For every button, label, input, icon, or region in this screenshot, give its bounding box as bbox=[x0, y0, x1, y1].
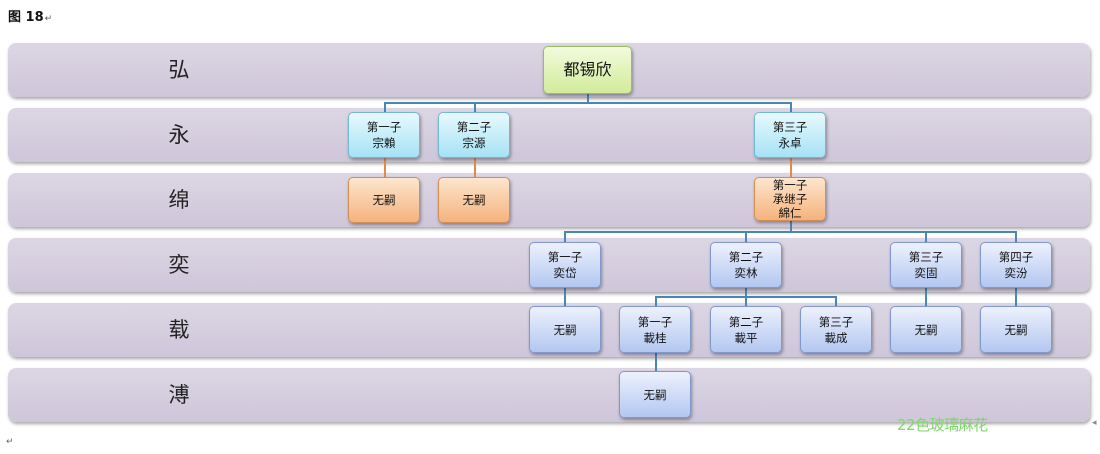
connector-gen4-bus bbox=[564, 231, 1016, 233]
node-name: 奕林 bbox=[734, 266, 758, 280]
node-name: 奕岱 bbox=[553, 266, 577, 280]
generation-label: 载 bbox=[168, 318, 190, 342]
node-yi-2: 第二子奕林 bbox=[710, 242, 782, 288]
node-name: 奕固 bbox=[914, 266, 938, 280]
node-zai-2: 第二子載平 bbox=[710, 306, 782, 353]
connector-mian3 bbox=[790, 158, 792, 177]
node-rank: 第三子 bbox=[772, 120, 808, 134]
node-name: 載平 bbox=[734, 330, 758, 345]
node-yi-3: 第三子奕固 bbox=[890, 242, 962, 288]
node-rank: 第二子 bbox=[456, 120, 492, 134]
node-rank: 第一子 bbox=[366, 120, 402, 134]
connector-mian1 bbox=[384, 158, 386, 177]
generation-band-2: 永 bbox=[8, 108, 1090, 162]
node-rank: 第二子 bbox=[728, 314, 764, 329]
node-mian-3: 第一子承继子綿仁 bbox=[754, 177, 826, 221]
node-zai-1: 第一子載桂 bbox=[619, 306, 691, 353]
node-name: 奕汾 bbox=[1004, 266, 1028, 280]
connector-zai2 bbox=[745, 296, 747, 306]
connector-mian2 bbox=[474, 158, 476, 177]
node-name: 无嗣 bbox=[643, 387, 667, 402]
connector-pu1 bbox=[655, 353, 657, 371]
generation-label: 永 bbox=[168, 123, 190, 147]
node-name: 綿仁 bbox=[778, 206, 802, 220]
generation-label: 绵 bbox=[168, 188, 190, 212]
node-name: 无嗣 bbox=[1004, 322, 1028, 337]
node-name: 无嗣 bbox=[553, 322, 577, 337]
node-name: 都锡欣 bbox=[563, 60, 612, 79]
node-zai-yi1: 无嗣 bbox=[529, 306, 601, 353]
generation-label: 弘 bbox=[168, 58, 190, 82]
node-name: 无嗣 bbox=[372, 193, 396, 207]
figure-caption: 图 18↵ bbox=[8, 10, 53, 25]
node-zai-yi4: 无嗣 bbox=[980, 306, 1052, 353]
connector-yi2-down bbox=[745, 288, 747, 297]
node-mian-2: 无嗣 bbox=[438, 177, 510, 223]
node-name: 載桂 bbox=[643, 330, 667, 345]
node-rank: 第一子 bbox=[637, 314, 673, 329]
connector-yong2 bbox=[474, 102, 476, 112]
node-mian-1: 无嗣 bbox=[348, 177, 420, 223]
node-yi-4: 第四子奕汾 bbox=[980, 242, 1052, 288]
node-yong-3: 第三子永卓 bbox=[754, 112, 826, 158]
node-rank: 第三子 bbox=[908, 250, 944, 264]
connector-root-down bbox=[587, 94, 589, 103]
connector-yi3 bbox=[925, 231, 927, 243]
node-yong-2: 第二子宗源 bbox=[438, 112, 510, 158]
node-name: 无嗣 bbox=[914, 322, 938, 337]
connector-gen2-bus bbox=[384, 102, 791, 104]
generation-label: 溥 bbox=[168, 383, 190, 407]
connector-zai-yi4 bbox=[1015, 288, 1017, 306]
node-rank: 第一子 bbox=[547, 250, 583, 264]
node-name: 宗賴 bbox=[372, 136, 396, 150]
generation-label: 奕 bbox=[168, 253, 190, 277]
node-rank: 第一子 bbox=[772, 178, 808, 192]
node-yi-1: 第一子奕岱 bbox=[529, 242, 601, 288]
connector-yong1 bbox=[384, 102, 386, 112]
connector-mian3-down bbox=[790, 221, 792, 232]
connector-zai-yi1 bbox=[564, 288, 566, 306]
node-root: 都锡欣 bbox=[543, 46, 632, 94]
paragraph-mark: ↵ bbox=[6, 437, 14, 447]
generation-band-6: 溥 bbox=[8, 368, 1090, 422]
edge-mark: ◂ bbox=[1092, 418, 1097, 428]
node-name: 永卓 bbox=[778, 136, 802, 150]
connector-yi1 bbox=[564, 231, 566, 243]
connector-zai1 bbox=[655, 296, 657, 306]
connector-yong3 bbox=[790, 102, 792, 112]
node-zai-3: 第三子載成 bbox=[800, 306, 872, 353]
connector-yi2 bbox=[745, 231, 747, 243]
node-note: 承继子 bbox=[772, 192, 808, 206]
generation-band-3: 绵 bbox=[8, 173, 1090, 227]
node-name: 宗源 bbox=[462, 136, 486, 150]
node-pu-1: 无嗣 bbox=[619, 371, 691, 418]
connector-zai-yi3 bbox=[925, 288, 927, 306]
connector-zai3 bbox=[835, 296, 837, 306]
node-zai-yi3: 无嗣 bbox=[890, 306, 962, 353]
node-yong-1: 第一子宗賴 bbox=[348, 112, 420, 158]
node-rank: 第四子 bbox=[998, 250, 1034, 264]
connector-yi4 bbox=[1015, 231, 1017, 243]
node-name: 无嗣 bbox=[462, 193, 486, 207]
watermark: 22色玻璃麻花 bbox=[897, 416, 988, 434]
node-rank: 第二子 bbox=[728, 250, 764, 264]
node-rank: 第三子 bbox=[818, 314, 854, 329]
node-name: 載成 bbox=[824, 330, 848, 345]
